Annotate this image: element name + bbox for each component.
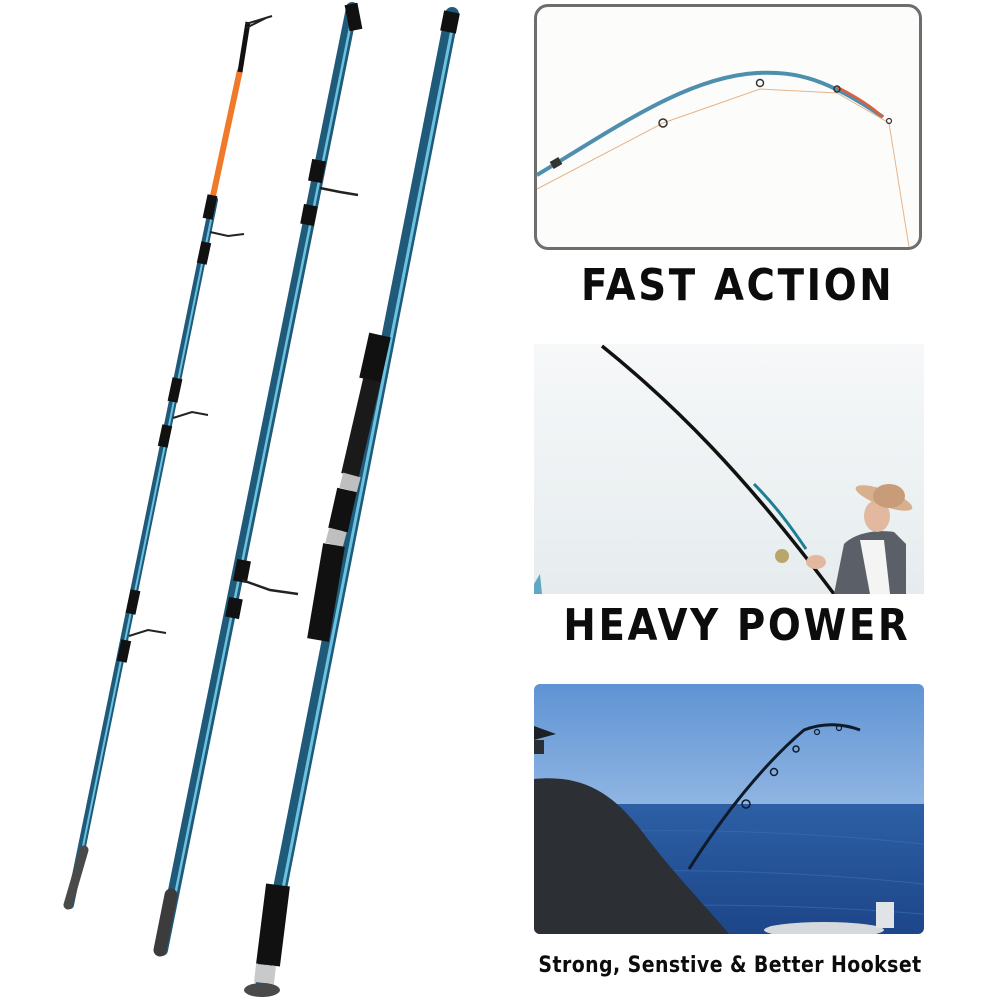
bent-rod-icon	[537, 70, 910, 247]
tip-section-rod	[63, 15, 273, 910]
rod-sections-icon	[63, 2, 460, 997]
hookset-image	[534, 684, 924, 934]
angler-on-boat-icon	[534, 684, 924, 934]
angler-fighting-fish-icon	[534, 344, 924, 594]
hookset-caption: Strong, Senstive & Better Hookset	[538, 953, 922, 978]
rod-sections-illustration	[63, 2, 460, 997]
butt-section-rod	[244, 7, 460, 997]
fast-action-image	[534, 4, 922, 250]
heavy-power-image	[534, 344, 924, 594]
fast-action-caption: FAST ACTION	[581, 260, 895, 311]
heavy-power-caption: HEAVY POWER	[563, 600, 911, 651]
middle-section-rod	[153, 2, 363, 957]
